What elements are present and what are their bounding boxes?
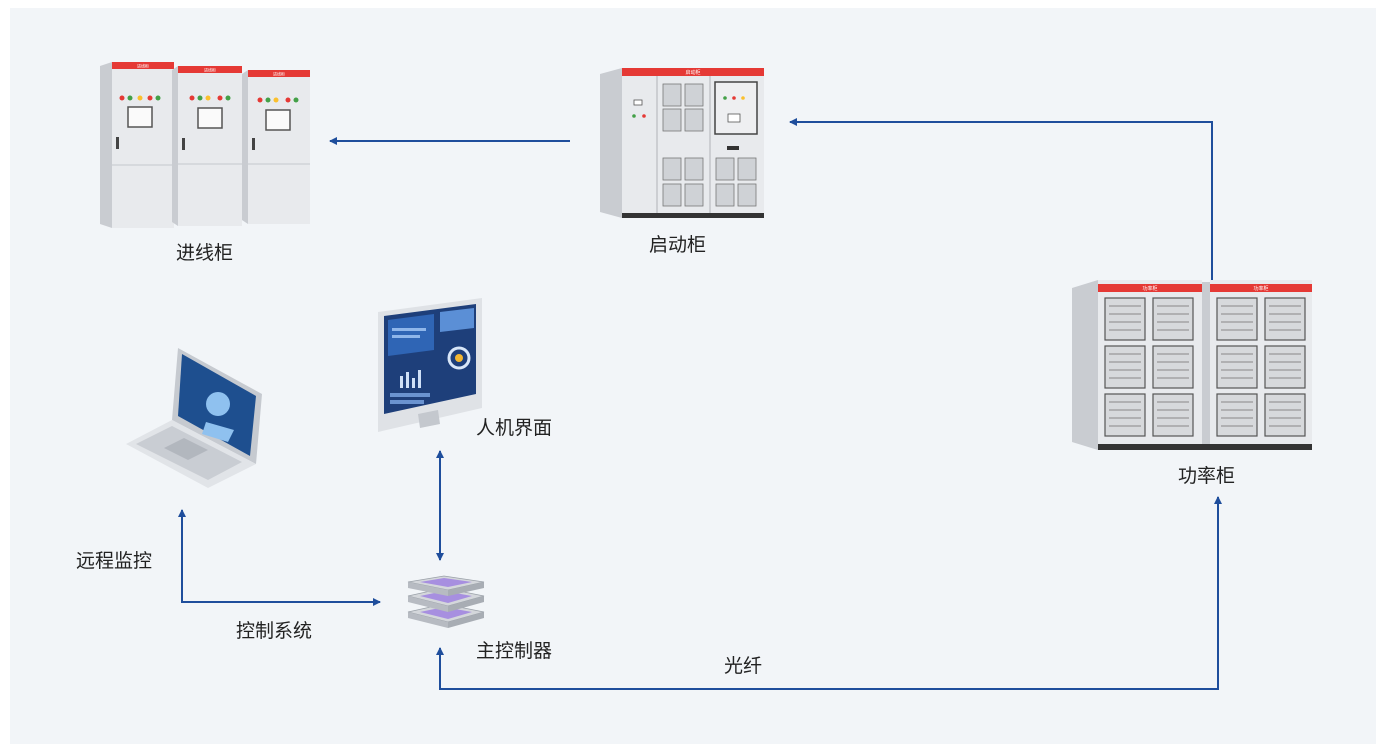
starter-cabinet-illustration: 启动柜 [600,68,764,218]
hmi-label: 人机界面 [476,417,553,439]
power-cabinet-illustration: 功率柜 功率柜 [1072,280,1312,450]
remote-monitoring-label: 远程监控 [76,550,153,572]
controller-label: 主控制器 [476,640,553,662]
svg-text:启动柜: 启动柜 [685,69,700,76]
control-system-label: 控制系统 [236,620,313,642]
incoming-cabinet-illustration: 进线柜 进线柜 进线柜 [100,62,310,228]
power-cabinet-label: 功率柜 [1178,465,1236,487]
hmi-monitor-illustration [378,298,482,432]
svg-text:进线柜: 进线柜 [273,71,285,77]
fiber-label: 光纤 [724,655,763,677]
controller-illustration [407,575,485,628]
arrow-fiber [436,496,1222,690]
svg-text:进线柜: 进线柜 [137,63,149,69]
arrow-power-to-starter [789,118,1213,285]
laptop-illustration [126,348,262,488]
svg-text:功率柜: 功率柜 [1253,285,1268,292]
svg-text:功率柜: 功率柜 [1142,285,1157,292]
incoming-cabinet-label: 进线柜 [176,242,234,264]
svg-text:进线柜: 进线柜 [204,67,216,73]
starter-cabinet-label: 启动柜 [649,234,707,256]
arrow-control-system [178,509,381,606]
